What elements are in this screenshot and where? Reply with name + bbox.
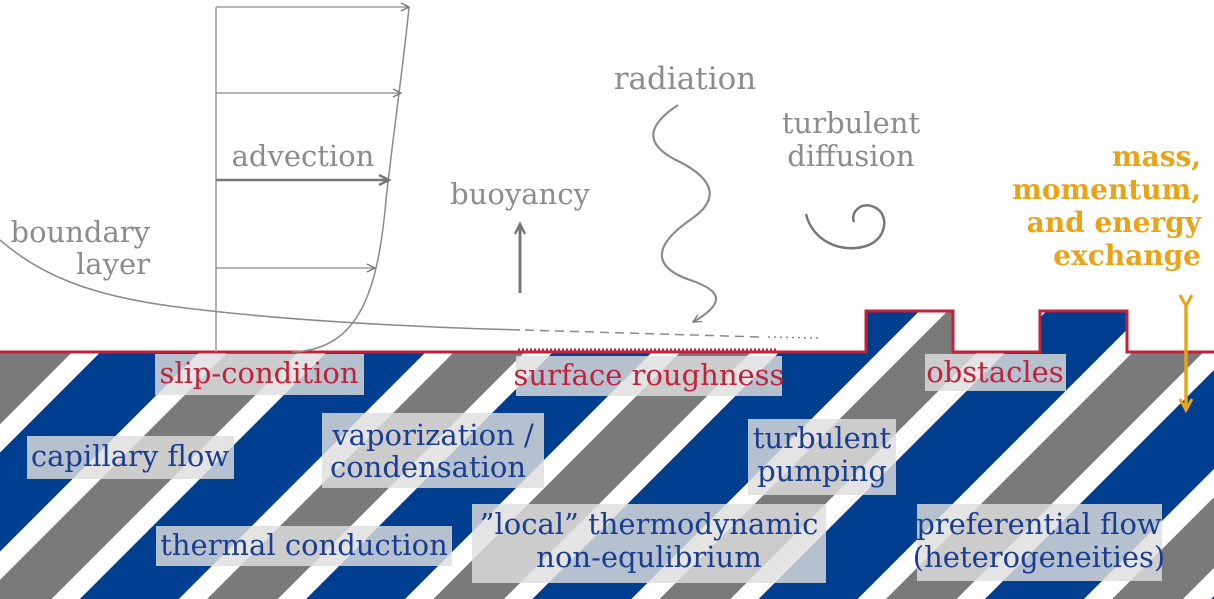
turbulent-pumping-line1: turbulent bbox=[753, 421, 892, 455]
label-box-preferential bbox=[917, 504, 1162, 581]
buoyancy-label: buoyancy bbox=[450, 177, 590, 211]
capillary-flow-label: capillary flow bbox=[31, 439, 229, 473]
preferential-flow-line1: preferential flow bbox=[916, 507, 1162, 541]
advection-label: advection bbox=[232, 139, 375, 173]
vaporization-line2: condensation bbox=[330, 450, 526, 484]
turbulent-pumping-line2: pumping bbox=[757, 454, 887, 488]
radiation-wave bbox=[652, 104, 717, 323]
boundary-layer-dashed bbox=[524, 329, 761, 338]
turbulent-diffusion-line1: turbulent bbox=[782, 106, 921, 140]
label-box-pumping bbox=[748, 419, 896, 495]
soil-surface-line bbox=[0, 309, 1214, 354]
label-box-vaporization bbox=[322, 413, 544, 488]
velocity-profile-curve bbox=[291, 6, 410, 353]
boundary-label-line1: boundary bbox=[11, 215, 151, 249]
turbulent-diffusion-line2: diffusion bbox=[787, 139, 914, 173]
thermal-conduction-label: thermal conduction bbox=[160, 528, 448, 562]
exchange-label-line3: and energy bbox=[1027, 206, 1202, 239]
preferential-flow-line2: (heterogeneities) bbox=[913, 540, 1165, 574]
label-box-obstacles bbox=[925, 354, 1066, 391]
surface-roughness-label: surface roughness bbox=[514, 358, 785, 392]
label-box-nonequilibrium bbox=[472, 504, 826, 583]
vaporization-line1: vaporization / bbox=[331, 418, 534, 452]
exchange-label-line4: exchange bbox=[1053, 239, 1201, 272]
label-box-thermal bbox=[156, 526, 452, 566]
boundary-layer-dotted bbox=[767, 336, 821, 339]
label-box-slip bbox=[155, 354, 364, 395]
slip-condition-label: slip-condition bbox=[159, 356, 358, 390]
exchange-label-line1: mass, bbox=[1112, 140, 1201, 173]
boundary-label-line2: layer bbox=[76, 247, 150, 281]
non-equilibrium-line2: non-equlibrium bbox=[536, 540, 761, 574]
turbulent-diffusion-spiral bbox=[804, 204, 886, 250]
radiation-label: radiation bbox=[614, 61, 757, 97]
boundary-layer-curve bbox=[0, 239, 521, 331]
label-box-roughness bbox=[516, 356, 782, 396]
exchange-label-line2: momentum, bbox=[1012, 173, 1201, 206]
non-equilibrium-line1: ”local” thermodynamic bbox=[480, 507, 819, 541]
obstacles-label: obstacles bbox=[926, 355, 1063, 389]
label-box-capillary bbox=[27, 436, 234, 479]
